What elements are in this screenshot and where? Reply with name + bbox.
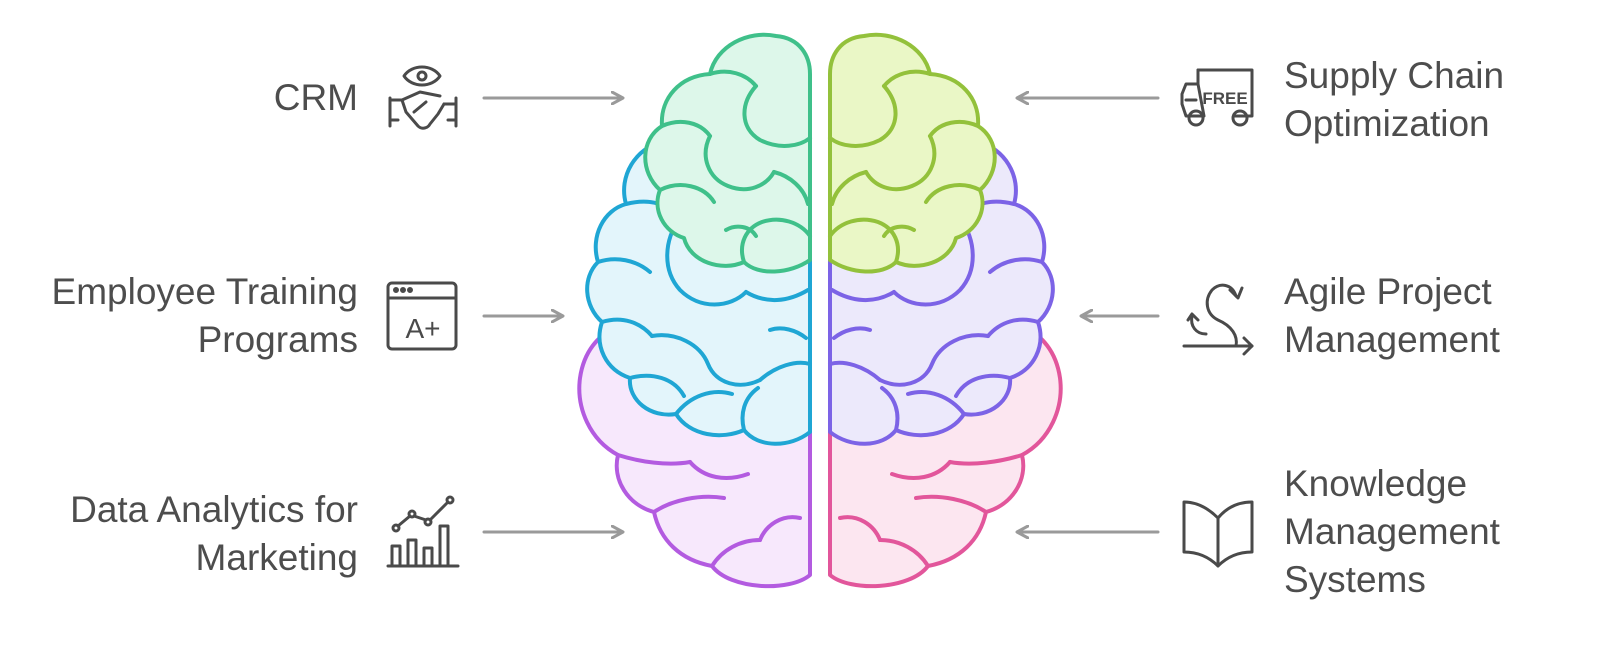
label-line: Knowledge — [1284, 463, 1468, 504]
browser-grade-a-plus-icon — [386, 281, 458, 351]
label-employee-training: Employee Training Programs — [52, 268, 358, 364]
truck-badge-text: FREE — [1202, 89, 1247, 108]
label-line: Programs — [197, 319, 358, 360]
label-line: Supply Chain — [1284, 55, 1505, 96]
brain-right-hemisphere — [828, 32, 1063, 589]
bar-line-chart-icon — [386, 495, 460, 568]
label-line: CRM — [273, 77, 358, 118]
label-line: Agile Project — [1284, 271, 1492, 312]
free-delivery-truck-icon — [1180, 68, 1254, 127]
label-line: Employee Training — [51, 271, 358, 312]
handshake-eye-icon — [388, 65, 458, 130]
open-book-icon — [1182, 500, 1254, 568]
label-line: Marketing — [195, 537, 358, 578]
grade-badge-text: A+ — [405, 313, 440, 344]
lobe-right-top — [828, 32, 997, 274]
label-line: Systems — [1284, 559, 1426, 600]
agile-cycle-arrow-icon — [1182, 283, 1254, 356]
brain-left-hemisphere — [577, 32, 812, 589]
label-line: Optimization — [1284, 103, 1490, 144]
label-supply-chain: Supply Chain Optimization — [1284, 52, 1504, 148]
label-line: Management — [1284, 319, 1500, 360]
label-line: Data Analytics for — [70, 489, 358, 530]
label-crm: CRM — [274, 74, 358, 122]
label-knowledge-management: Knowledge Management Systems — [1284, 460, 1500, 604]
lobe-left-top — [643, 32, 812, 274]
label-agile-project: Agile Project Management — [1284, 268, 1500, 364]
label-data-analytics: Data Analytics for Marketing — [70, 486, 358, 582]
label-line: Management — [1284, 511, 1500, 552]
